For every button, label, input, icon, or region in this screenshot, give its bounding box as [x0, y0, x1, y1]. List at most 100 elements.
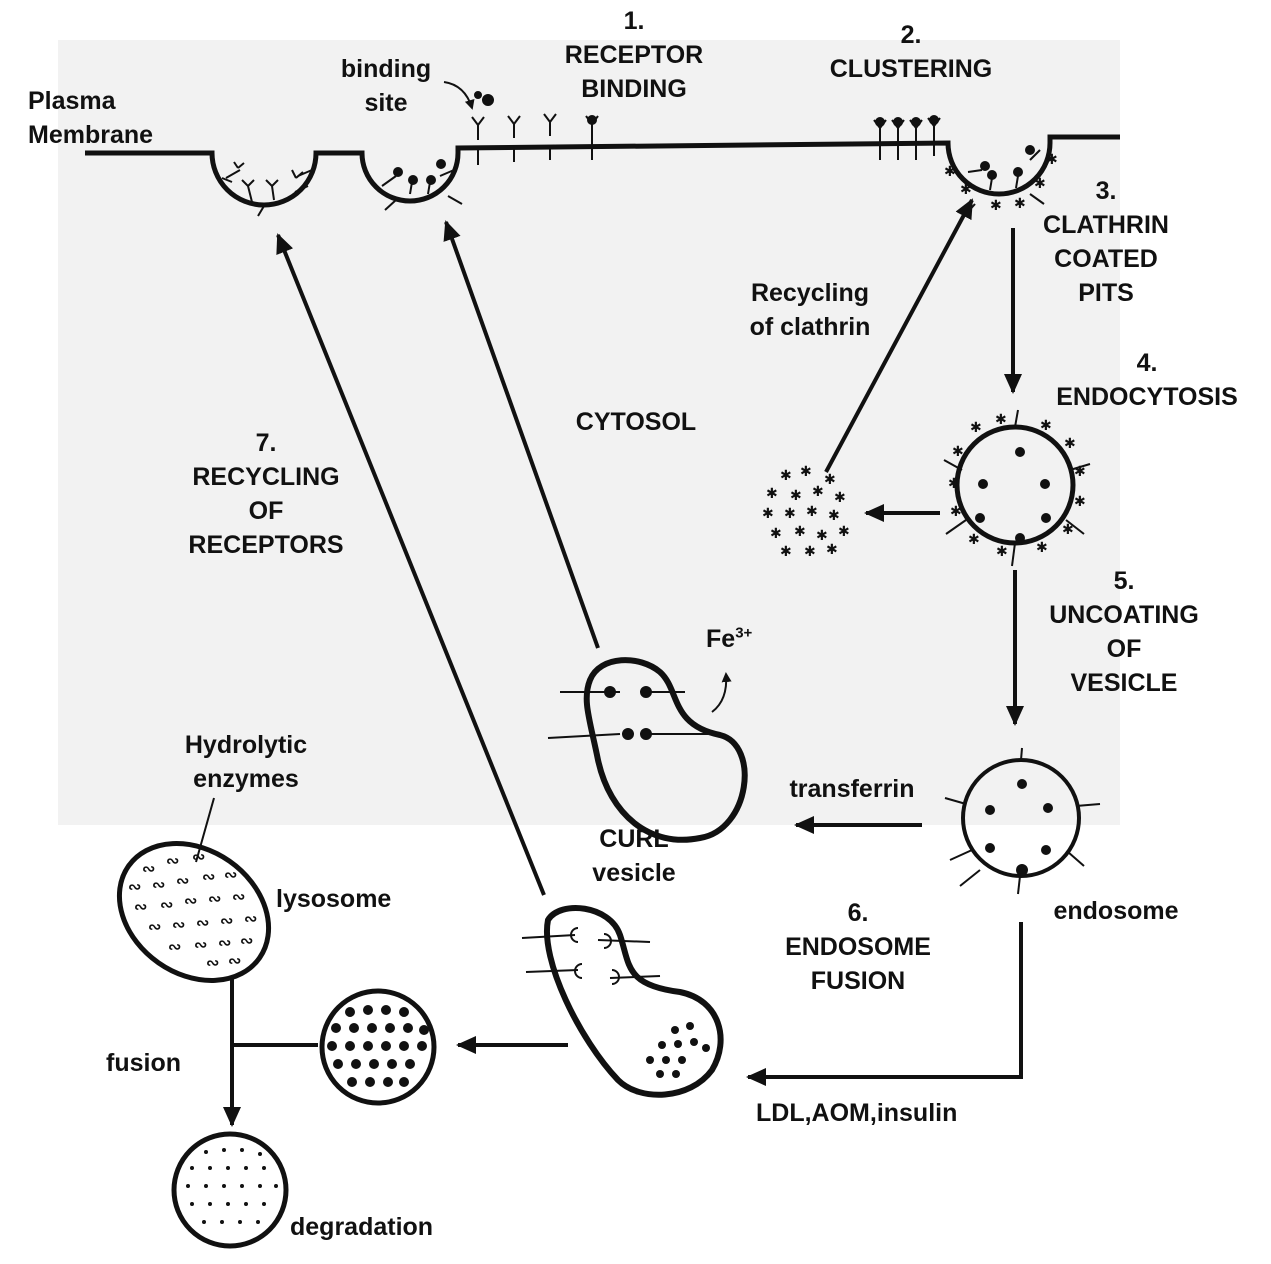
svg-text:✱: ✱ — [828, 507, 840, 523]
enzymes-pointer — [195, 797, 215, 863]
svg-text:∾: ∾ — [232, 889, 245, 906]
pit-receptors-2 — [381, 159, 463, 211]
step5-number: 5. — [1113, 567, 1135, 595]
step5-line1: UNCOATING — [1049, 601, 1199, 629]
ldl-text: LDL,AOM,insulin — [756, 1099, 958, 1127]
svg-text:∾: ∾ — [206, 955, 219, 972]
svg-text:✱: ✱ — [1034, 175, 1046, 191]
step4-label: 4. ENDOCYTOSIS — [1056, 346, 1238, 414]
svg-text:✱: ✱ — [784, 505, 796, 521]
curl-line1: CURL — [599, 825, 669, 853]
enzymes-line2: enzymes — [193, 765, 299, 793]
arrow-recycle-to-pit2 — [443, 220, 600, 649]
plasma-label-line2: Membrane — [28, 121, 154, 149]
svg-text:✱: ✱ — [968, 531, 980, 547]
svg-text:✱: ✱ — [780, 467, 792, 483]
svg-text:✱: ✱ — [960, 181, 972, 197]
svg-text:✱: ✱ — [952, 443, 964, 459]
arrow-ldl-path — [746, 922, 1023, 1086]
transferrin-text: transferrin — [789, 775, 915, 803]
svg-text:✱: ✱ — [824, 471, 836, 487]
pit-receptors-1 — [221, 161, 313, 217]
recycling-clathrin-line2: of clathrin — [749, 313, 871, 341]
step3-line3: PITS — [1078, 279, 1134, 307]
curl-vesicle-transferrin — [547, 657, 748, 843]
degradation-vesicle — [171, 1131, 289, 1249]
step1-number: 1. — [623, 7, 645, 35]
recycling-clathrin-line1: Recycling — [750, 279, 870, 307]
step5-line2: OF — [1106, 635, 1142, 663]
step1-line1: RECEPTOR — [564, 41, 704, 69]
svg-text:✱: ✱ — [804, 543, 816, 559]
step6-line2: FUSION — [810, 967, 906, 995]
enzymes-line1: Hydrolytic — [184, 731, 308, 759]
svg-text:∾: ∾ — [152, 877, 165, 894]
curl-vesicle-ldl — [521, 905, 724, 1098]
svg-text:∾: ∾ — [168, 939, 181, 956]
svg-text:∾: ∾ — [148, 919, 161, 936]
fe-base: Fe — [706, 625, 736, 653]
svg-text:∾: ∾ — [194, 937, 207, 954]
svg-text:∾: ∾ — [166, 853, 179, 870]
svg-text:✱: ✱ — [766, 485, 778, 501]
svg-text:✱: ✱ — [806, 503, 818, 519]
step6-line1: ENDOSOME — [785, 933, 931, 961]
svg-text:✱: ✱ — [816, 527, 828, 543]
svg-text:∾: ∾ — [134, 899, 147, 916]
svg-text:∾: ∾ — [240, 933, 253, 950]
step2-label: 2. CLUSTERING — [830, 18, 993, 86]
coated-vesicle: ✱✱✱ ✱✱✱ ✱✱✱ ✱✱✱ ✱ — [943, 409, 1091, 567]
step2-number: 2. — [900, 21, 922, 49]
clustered-receptors — [873, 115, 941, 160]
binding-site-label: binding site — [341, 52, 431, 120]
svg-text:✱: ✱ — [770, 525, 782, 541]
svg-text:∾: ∾ — [184, 893, 197, 910]
step1-label: 1. RECEPTOR BINDING — [565, 4, 703, 106]
svg-text:✱: ✱ — [996, 543, 1008, 559]
binding-label-line1: binding — [340, 55, 432, 83]
lysosome: ∾∾∾ ∾∾∾∾∾ ∾∾∾∾∾ ∾∾∾∾∾ ∾∾∾∾ ∾∾ — [116, 841, 272, 983]
arrow-clathrin-recycling — [824, 198, 974, 473]
arrow-recycle-to-pit1 — [276, 233, 546, 896]
svg-text:✱: ✱ — [1074, 493, 1086, 509]
svg-text:✱: ✱ — [1074, 463, 1086, 479]
free-clathrin: ✱✱✱ ✱✱✱✱ ✱✱✱✱ ✱✱✱✱ ✱✱✱ — [762, 463, 850, 559]
step5-line3: VESICLE — [1070, 669, 1178, 697]
step4-line1: ENDOCYTOSIS — [1056, 383, 1238, 411]
step7-line3: RECEPTORS — [188, 531, 344, 559]
endosome-text: endosome — [1053, 897, 1179, 925]
svg-text:✱: ✱ — [1040, 417, 1052, 433]
svg-text:✱: ✱ — [834, 489, 846, 505]
svg-text:∾: ∾ — [160, 897, 173, 914]
svg-text:✱: ✱ — [995, 411, 1007, 427]
svg-text:✱: ✱ — [1064, 435, 1076, 451]
svg-text:✱: ✱ — [970, 419, 982, 435]
svg-text:∾: ∾ — [172, 917, 185, 934]
svg-text:✱: ✱ — [826, 541, 838, 557]
step7-line2: OF — [248, 497, 284, 525]
step3-label: 3. CLATHRIN COATED PITS — [1043, 174, 1169, 310]
late-vesicle — [319, 988, 437, 1106]
svg-text:✱: ✱ — [1014, 195, 1026, 211]
svg-text:∾: ∾ — [142, 861, 155, 878]
step7-label: 7. RECYCLING OF RECEPTORS — [188, 426, 343, 562]
endosome-label: endosome — [1053, 894, 1178, 928]
step6-label: 6. ENDOSOME FUSION — [785, 896, 931, 998]
hydrolytic-enzymes-label: Hydrolytic enzymes — [185, 728, 307, 796]
recycling-clathrin-label: Recycling of clathrin — [750, 276, 871, 344]
svg-text:∾: ∾ — [196, 915, 209, 932]
svg-text:✱: ✱ — [762, 505, 774, 521]
step3-number: 3. — [1095, 177, 1117, 205]
step2-line1: CLUSTERING — [829, 55, 993, 83]
svg-text:✱: ✱ — [944, 163, 956, 179]
svg-text:✱: ✱ — [812, 483, 824, 499]
binding-label-line2: site — [364, 89, 408, 117]
degradation-text: degradation — [290, 1213, 434, 1241]
svg-text:∾: ∾ — [202, 869, 215, 886]
step5-label: 5. UNCOATING OF VESICLE — [1049, 564, 1199, 700]
svg-text:✱: ✱ — [1036, 539, 1048, 555]
svg-text:✱: ✱ — [990, 197, 1002, 213]
svg-text:✱: ✱ — [1062, 521, 1074, 537]
step3-line1: CLATHRIN — [1043, 211, 1169, 239]
fusion-text: fusion — [106, 1049, 181, 1077]
